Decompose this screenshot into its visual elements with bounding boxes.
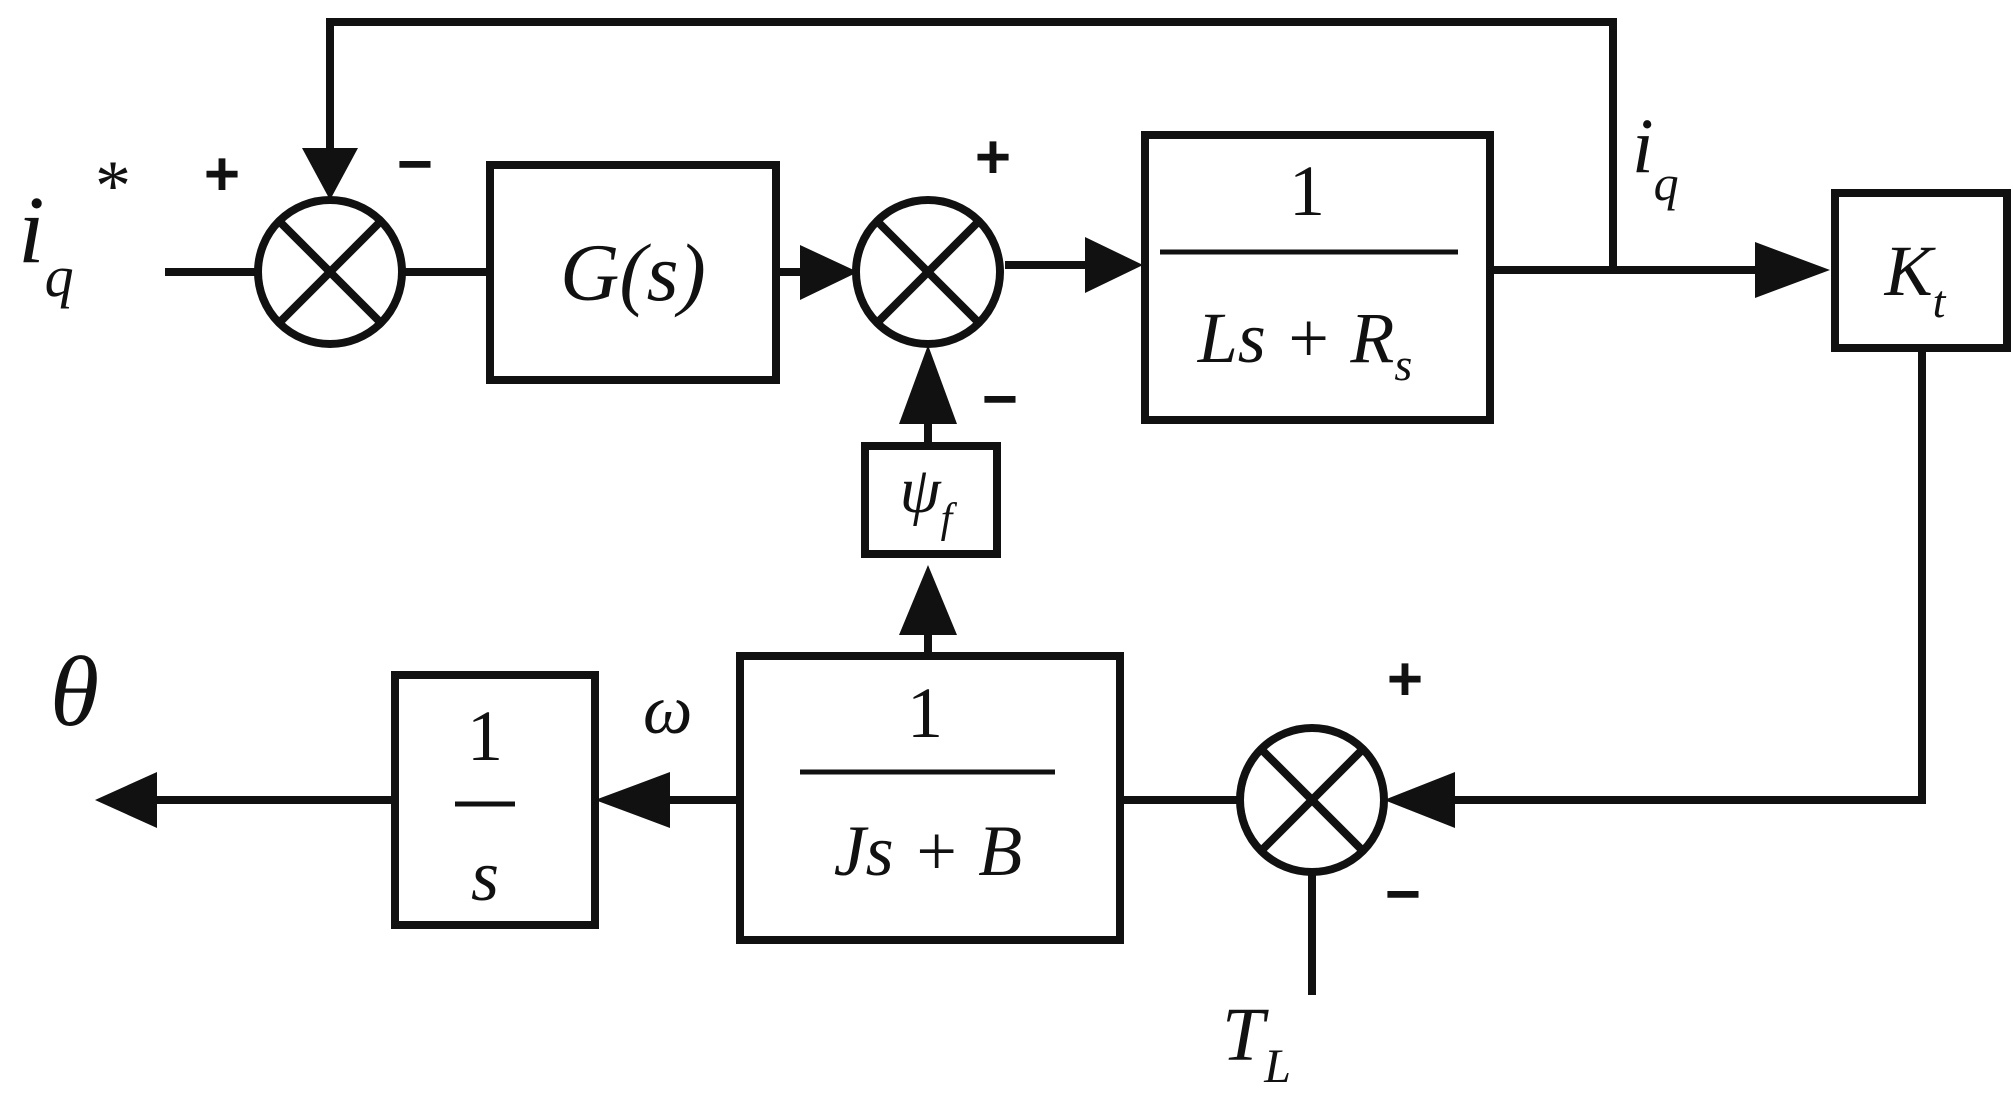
electrical-denominator: Ls + Rs <box>1197 298 1413 390</box>
arrow-into-sum3 <box>1384 772 1455 828</box>
speed-signal-label: ω <box>643 672 692 749</box>
arrow-output <box>95 772 157 828</box>
summing-junction-3 <box>1236 724 1388 876</box>
electrical-block: 1 Ls + Rs <box>1141 131 1494 424</box>
feedback-current-label: iq <box>1632 102 1679 211</box>
mechanical-block: 1 Js + B <box>736 652 1124 944</box>
summing-junction-2 <box>852 196 1004 348</box>
torque-constant-label: Kt <box>1884 231 1947 327</box>
input-current-reference-label: iq <box>18 176 74 309</box>
arrow-into-integrator <box>595 772 670 828</box>
signal-wires <box>150 18 1926 995</box>
controller-label: G(s) <box>560 227 706 318</box>
output-angle-label: θ <box>50 636 99 747</box>
summing-junction-1 <box>254 196 406 348</box>
arrow-feedback-into-sum1 <box>302 148 358 200</box>
wire-kt-sum3 <box>1450 350 1926 804</box>
input-current-reference-star: * <box>95 146 131 226</box>
arrow-into-kt <box>1755 242 1830 298</box>
mechanical-denominator: Js + B <box>834 811 1023 891</box>
electrical-numerator: 1 <box>1289 151 1325 231</box>
arrow-flux-into-sum2 <box>899 345 957 424</box>
sum1-plus-sign: + <box>204 140 240 209</box>
arrow-into-flux <box>899 565 957 635</box>
flux-block: ψf <box>861 442 1001 558</box>
sum2-minus-sign: − <box>982 365 1018 434</box>
integrator-denominator: s <box>471 836 499 916</box>
sum2-plus-sign: + <box>975 123 1011 192</box>
sum1-minus-sign: − <box>397 130 433 199</box>
mechanical-numerator: 1 <box>907 673 943 753</box>
controller-block: G(s) <box>486 161 780 384</box>
arrow-into-sum2 <box>800 245 858 300</box>
sum3-minus-sign: − <box>1385 860 1421 929</box>
arrow-into-electrical <box>1085 237 1143 293</box>
arrowheads <box>95 148 1830 828</box>
load-torque-label: TL <box>1222 993 1291 1093</box>
wire-current-feedback <box>326 18 1617 270</box>
integrator-block: 1 s <box>391 671 599 929</box>
torque-constant-block: Kt <box>1831 189 2011 352</box>
integrator-numerator: 1 <box>467 696 503 776</box>
sum3-plus-sign: + <box>1387 645 1423 714</box>
